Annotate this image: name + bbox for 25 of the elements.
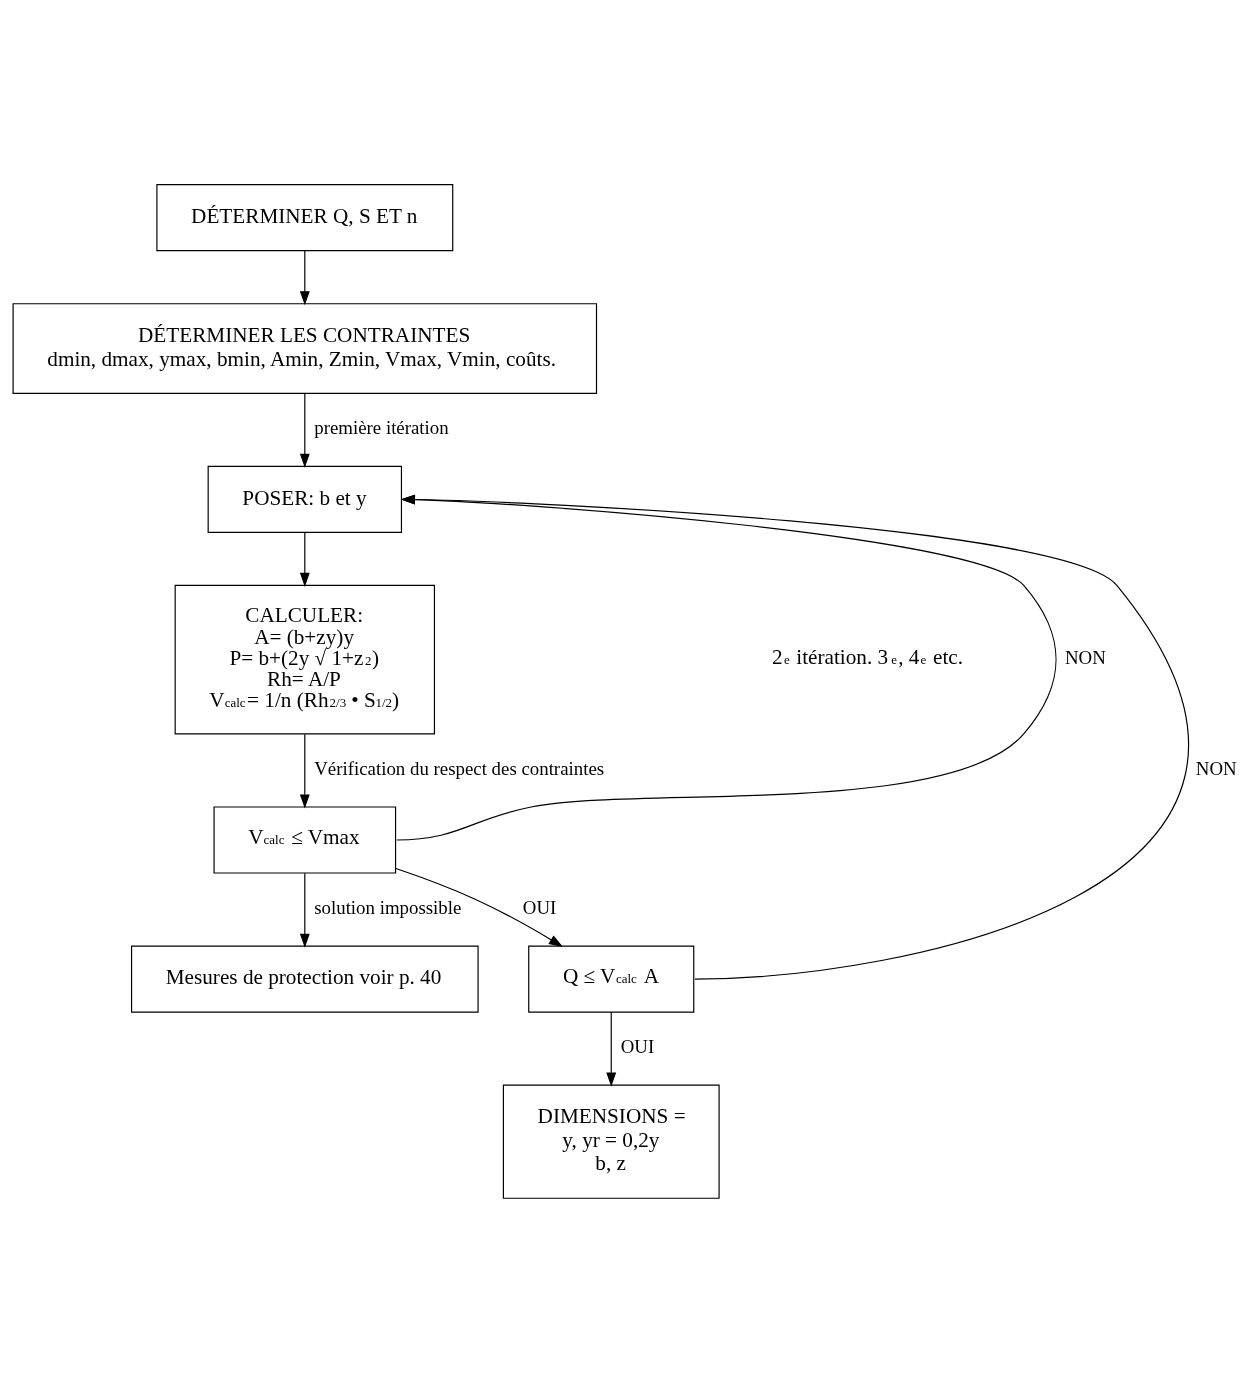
node-box: Q ≤ Vcalc A: [528, 945, 695, 1013]
edge-label: NON: [1195, 757, 1237, 779]
edge-label: Vérification du respect des contraintes: [314, 757, 605, 779]
edge-label: solution impossible: [314, 896, 462, 918]
arrow: [299, 531, 310, 587]
node-box: Mesures de protection voir p. 40: [130, 945, 479, 1013]
edge-label: NON: [1064, 646, 1106, 668]
node-box: DIMENSIONS = y, yr = 0,2y b, z: [502, 1084, 720, 1199]
edge-label: OUI: [522, 896, 557, 918]
arrow: [606, 1011, 617, 1087]
edge-label: OUI: [620, 1035, 655, 1057]
arrow: [400, 494, 1188, 980]
label: 2e itération. 3e, 4e etc.: [772, 644, 964, 669]
arrow: [396, 494, 1057, 841]
node-box: DÉTERMINER Q, S ET n: [156, 183, 454, 251]
node-box: Vcalc ≤ Vmax: [213, 805, 397, 874]
node-box: DÉTERMINER LES CONTRAINTES dmin, dmax, ymax, bmin, Amin, Zmin, Vmax, Vmin, coûts.: [12, 302, 598, 394]
arrow: [299, 872, 310, 948]
arrow: [299, 392, 310, 468]
arrow: [299, 733, 310, 809]
node-box: CALCULER: A= (b+zy)y P= b+(2y √ 1+z2) Rh= A/P Vcalc= 1/n (Rh2/3 • S1/2): [174, 584, 436, 734]
arrow: [299, 249, 310, 305]
arrow: [395, 867, 564, 947]
edge-label: première itération: [314, 416, 449, 438]
node-box: POSER: b et y: [207, 465, 403, 533]
